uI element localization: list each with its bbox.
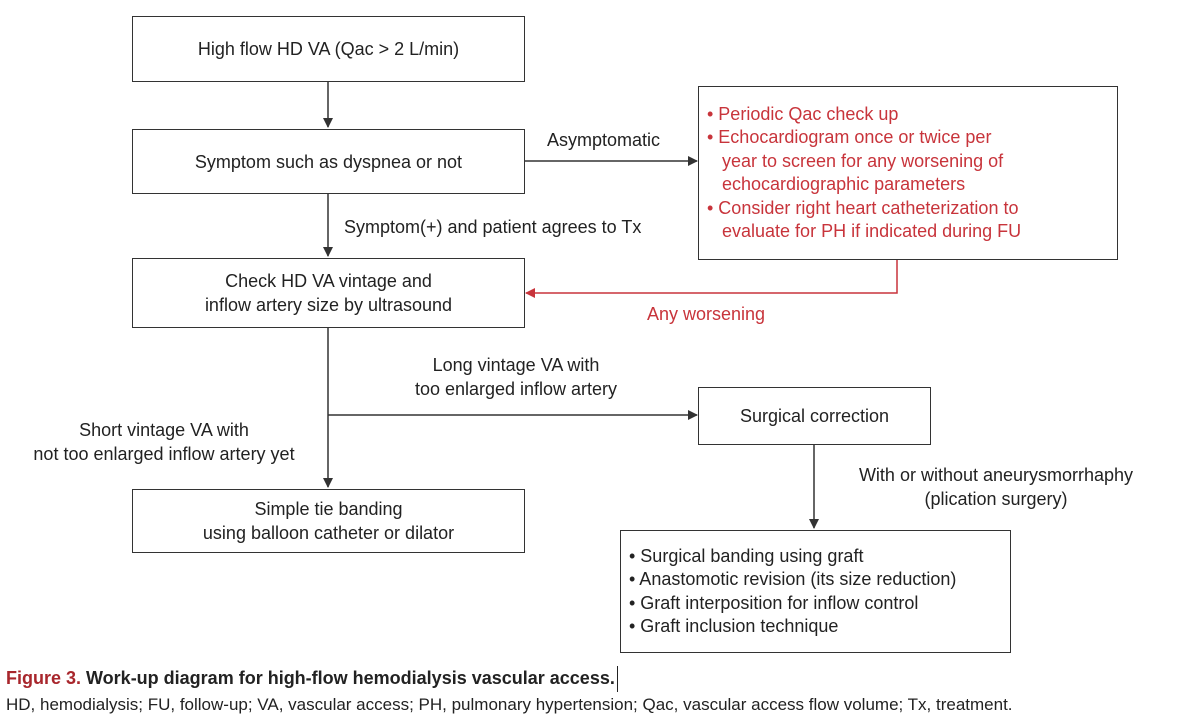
- short-vintage-line-1: Short vintage VA with: [79, 420, 249, 440]
- monitoring-line: • Periodic Qac check up: [707, 103, 899, 124]
- surgical-option-line: • Surgical banding using graft: [629, 545, 864, 566]
- surgical-options-box: • Surgical banding using graft • Anastom…: [620, 530, 1011, 653]
- long-vintage-line-1: Long vintage VA with: [432, 355, 600, 375]
- surgical-correction-text: Surgical correction: [739, 406, 890, 426]
- any-worsening-label: Any worsening: [647, 304, 766, 324]
- symptom-box: Symptom such as dyspnea or not: [132, 129, 525, 194]
- short-vintage-label: Short vintage VA with not too enlarged i…: [14, 418, 314, 466]
- simple-tie-box: Simple tie banding using balloon cathete…: [132, 489, 525, 553]
- figure-title: Work-up diagram for high-flow hemodialys…: [81, 668, 615, 688]
- monitoring-line: echocardiographic parameters: [707, 174, 966, 194]
- surgical-option-line: • Anastomotic revision (its size reducti…: [629, 569, 957, 589]
- surgical-correction-box: Surgical correction: [698, 387, 931, 445]
- asymptomatic-label: Asymptomatic: [547, 130, 661, 150]
- figure-caption-abbreviations: HD, hemodialysis; FU, follow-up; VA, vas…: [6, 695, 1013, 714]
- short-vintage-line-2: not too enlarged inflow artery yet: [33, 444, 295, 464]
- high-flow-text: High flow HD VA (Qac > 2 L/min): [197, 39, 460, 59]
- monitoring-line: year to screen for any worsening of: [707, 150, 1004, 171]
- symptom-text: Symptom such as dyspnea or not: [194, 151, 463, 172]
- symptom-positive-label: Symptom(+) and patient agrees to Tx: [344, 217, 642, 237]
- monitoring-line: evaluate for PH if indicated during FU: [707, 221, 1022, 241]
- surgical-option-line: • Graft inclusion technique: [629, 616, 839, 636]
- aneurysmorrhaphy-label: With or without aneurysmorrhaphy (plicat…: [836, 463, 1156, 511]
- check-line-1: Check HD VA vintage and: [225, 271, 432, 291]
- figure-caption-title: Figure 3. Work-up diagram for high-flow …: [6, 666, 618, 693]
- monitoring-line: • Echocardiogram once or twice per: [707, 127, 992, 147]
- high-flow-box: High flow HD VA (Qac > 2 L/min): [132, 16, 525, 82]
- aneurysmorrhaphy-line-2: (plication surgery): [924, 489, 1068, 509]
- monitoring-line: • Consider right heart catheterization t…: [707, 197, 1019, 218]
- surgical-option-line: • Graft interposition for inflow control: [629, 592, 919, 613]
- aneurysmorrhaphy-line-1: With or without aneurysmorrhaphy: [858, 465, 1134, 485]
- long-vintage-line-2: too enlarged inflow artery: [414, 379, 618, 399]
- simple-tie-line-2: using balloon catheter or dilator: [202, 523, 455, 543]
- arrow-monitoring-to-check: [525, 259, 898, 298]
- simple-tie-line-1: Simple tie banding: [254, 499, 403, 519]
- check-line-2: inflow artery size by ultrasound: [204, 295, 453, 315]
- long-vintage-label: Long vintage VA with too enlarged inflow…: [386, 353, 646, 401]
- monitoring-box: • Periodic Qac check up • Echocardiogram…: [698, 86, 1118, 260]
- figure-label: Figure 3.: [6, 668, 82, 688]
- check-vintage-box: Check HD VA vintage and inflow artery si…: [132, 258, 525, 328]
- text-cursor: [616, 666, 618, 693]
